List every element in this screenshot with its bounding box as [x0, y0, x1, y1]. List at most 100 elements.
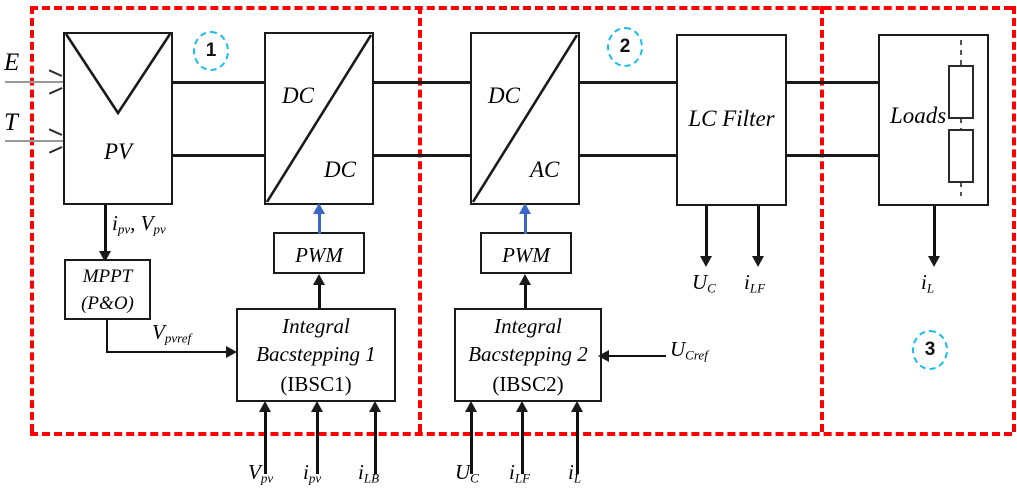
mppt-output-wire-vertical: [106, 318, 108, 353]
filter-to-loads-wire-top: [785, 81, 880, 84]
pwm1-to-converter-wire: [318, 212, 321, 234]
zone-boundary-top: [30, 6, 1012, 10]
ibsc2-input-arrowhead-2: [516, 401, 528, 412]
ibsc1-label-line1: Integral: [282, 314, 350, 338]
ibsc2-input-arrowhead-1: [465, 401, 477, 412]
ibsc2-input-wire-3: [576, 412, 579, 474]
pv-block[interactable]: PV: [63, 32, 173, 205]
label-ipv-base: i: [112, 211, 118, 235]
zone-boundary-left: [30, 6, 34, 432]
mppt-label-line2: (P&O): [81, 293, 134, 314]
ibsc2-label-line1: Integral: [494, 314, 562, 338]
pwm2-to-inverter-wire: [524, 212, 527, 234]
label-ipv-sub: pv: [117, 221, 131, 237]
ibsc1-to-pwm1-arrowhead: [313, 274, 325, 285]
zone-boundary-right: [1012, 6, 1016, 432]
zone-badge-1: 1: [193, 31, 229, 71]
ibsc2-input-3-base: i: [568, 460, 574, 484]
zone-divider-2-3: [820, 6, 824, 432]
ibsc2-to-pwm2-arrowhead: [519, 274, 531, 285]
ibsc1-input-2-sub: pv: [308, 470, 322, 486]
uc-output-arrowhead: [700, 256, 712, 267]
ibsc2-label-line2: Bacstepping 2: [468, 342, 588, 366]
dc-ac-inverter-block[interactable]: DC AC: [470, 32, 580, 205]
ibsc2-input-2-base: i: [509, 460, 515, 484]
label-pv-measurements: ipv, Vpv: [112, 213, 166, 236]
ibsc1-input-label-3: iLB: [358, 462, 379, 485]
ibsc1-input-2-base: i: [303, 460, 309, 484]
ibsc1-label-line2: Bacstepping 1: [256, 342, 376, 366]
ibsc1-input-1-base: V: [248, 460, 261, 484]
label-ucref: UCref: [670, 339, 708, 362]
label-ilf-sub: LF: [749, 280, 766, 296]
label-il-output: iL: [921, 272, 934, 295]
ibsc2-label-line3: (IBSC2): [492, 372, 564, 396]
ibsc2-input-2-sub: LF: [514, 470, 531, 486]
pwm2-block[interactable]: PWM: [480, 232, 572, 274]
ibsc1-input-arrowhead-1: [259, 401, 271, 412]
il-output-wire: [933, 206, 936, 259]
ibsc2-input-label-3: iL: [568, 462, 581, 485]
zone-badge-2: 2: [607, 27, 643, 67]
pwm1-to-converter-arrowhead: [313, 203, 325, 214]
loads-block[interactable]: Loads: [878, 34, 989, 206]
ibsc1-input-wire-2: [316, 412, 319, 474]
label-ucref-sub: Cref: [685, 347, 708, 363]
filter-to-loads-wire-bottom: [785, 154, 880, 157]
pv-panel-vee-icon: [65, 33, 171, 116]
dcac-to-filter-wire-top: [578, 81, 678, 84]
ibsc2-input-wire-2: [521, 412, 524, 474]
mppt-output-wire-horizontal: [106, 351, 232, 353]
ibsc1-input-1-sub: pv: [260, 470, 274, 486]
ibsc1-input-arrowhead-2: [311, 401, 323, 412]
ibsc1-input-3-sub: LB: [363, 470, 380, 486]
pwm2-to-inverter-arrowhead: [519, 203, 531, 214]
ibsc1-label-line3: (IBSC1): [280, 372, 352, 396]
zone-badge-3: 3: [912, 330, 948, 370]
ucref-arrowhead: [598, 350, 609, 362]
il-output-arrowhead: [928, 256, 940, 267]
ibsc2-input-3-sub: L: [573, 470, 582, 486]
label-measure-comma: ,: [130, 211, 141, 235]
lc-filter-block[interactable]: LC Filter: [676, 34, 787, 206]
dc-dc-label-input: DC: [282, 83, 314, 108]
ibsc1-block[interactable]: Integral Bacstepping 1 (IBSC1): [236, 308, 396, 402]
dcdc-to-dcac-wire-top: [372, 81, 472, 84]
irradiance-input-wire: [5, 81, 63, 83]
load-resistors-icon: [948, 40, 974, 196]
dc-dc-converter-block[interactable]: DC DC: [264, 32, 374, 205]
zone-divider-1-2: [418, 6, 422, 432]
mppt-label-line1: MPPT: [82, 266, 133, 287]
inverter-diagonal-icon: [472, 34, 578, 203]
zone-badge-1-label: 1: [205, 40, 217, 61]
ibsc2-input-1-base: U: [455, 460, 471, 484]
ucref-wire: [604, 355, 666, 357]
ibsc1-input-wire-3: [374, 412, 377, 474]
ibsc2-input-arrowhead-3: [571, 401, 583, 412]
label-uc-sub: C: [707, 280, 716, 296]
pwm1-block[interactable]: PWM: [273, 232, 365, 274]
dc-dc-label-output: DC: [324, 157, 356, 182]
label-uc-output: UC: [692, 272, 716, 295]
ibsc2-input-wire-1: [470, 412, 473, 474]
label-vpvref-sub: pvref: [164, 330, 192, 346]
ibsc2-input-label-1: UC: [455, 462, 479, 485]
ibsc2-input-1-sub: C: [470, 470, 479, 486]
ibsc1-input-wire-1: [264, 412, 267, 474]
ibsc2-block[interactable]: Integral Bacstepping 2 (IBSC2): [454, 308, 602, 402]
pwm2-label: PWM: [502, 243, 550, 267]
ibsc2-input-label-2: iLF: [509, 462, 530, 485]
label-vpvref-base: V: [152, 320, 165, 344]
label-temperature: T: [4, 109, 18, 136]
label-uc-base: U: [692, 270, 708, 294]
mppt-block[interactable]: MPPT (P&O): [64, 259, 151, 320]
pv-measurement-wire: [104, 205, 107, 255]
pwm1-label: PWM: [295, 243, 343, 267]
pv-block-label: PV: [103, 139, 133, 164]
ibsc1-to-pwm1-wire: [318, 285, 321, 309]
ibsc2-to-pwm2-wire: [524, 285, 527, 309]
ibsc1-input-arrowhead-3: [369, 401, 381, 412]
label-il-sub: L: [926, 280, 935, 296]
label-ilf-base: i: [744, 270, 750, 294]
